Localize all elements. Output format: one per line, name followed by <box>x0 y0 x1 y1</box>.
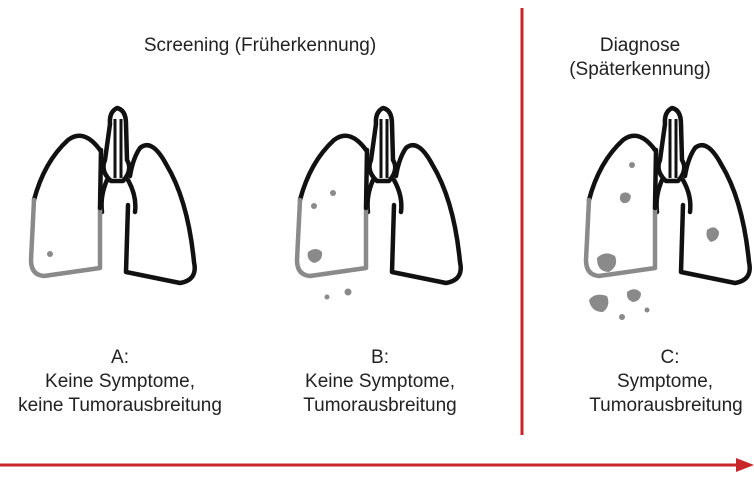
tumor-spot <box>311 203 317 209</box>
stage-c-line2: Tumorausbreitung <box>580 394 752 418</box>
metastasis-spot <box>619 314 625 320</box>
metastasis-spot <box>345 289 352 296</box>
stage-c-line1: Symptome, <box>580 370 750 394</box>
timeline-arrow-icon <box>0 458 754 472</box>
stage-b-id: B: <box>310 346 450 370</box>
lung-b-icon <box>297 108 461 300</box>
stage-c-id: C: <box>600 346 740 370</box>
metastasis-spot <box>627 289 641 302</box>
metastasis-spot <box>325 295 330 300</box>
tumor-spot <box>597 253 616 272</box>
tumor-spot <box>47 251 53 257</box>
stage-a-id: A: <box>50 346 190 370</box>
stage-b-line2: Tumorausbreitung <box>280 394 480 418</box>
tumor-spot <box>330 190 336 196</box>
metastasis-spot <box>645 308 650 313</box>
stage-a-line2: keine Tumorausbreitung <box>5 394 235 418</box>
tumor-spot <box>707 227 720 242</box>
tumor-spot <box>629 162 635 168</box>
stage-a-line1: Keine Symptome, <box>20 370 220 394</box>
metastasis-spot <box>589 295 608 312</box>
tumor-spot <box>308 249 323 263</box>
lung-c-icon <box>586 108 750 320</box>
lung-a-icon <box>31 108 195 283</box>
stage-b-line1: Keine Symptome, <box>280 370 480 394</box>
tumor-spot <box>620 192 631 203</box>
